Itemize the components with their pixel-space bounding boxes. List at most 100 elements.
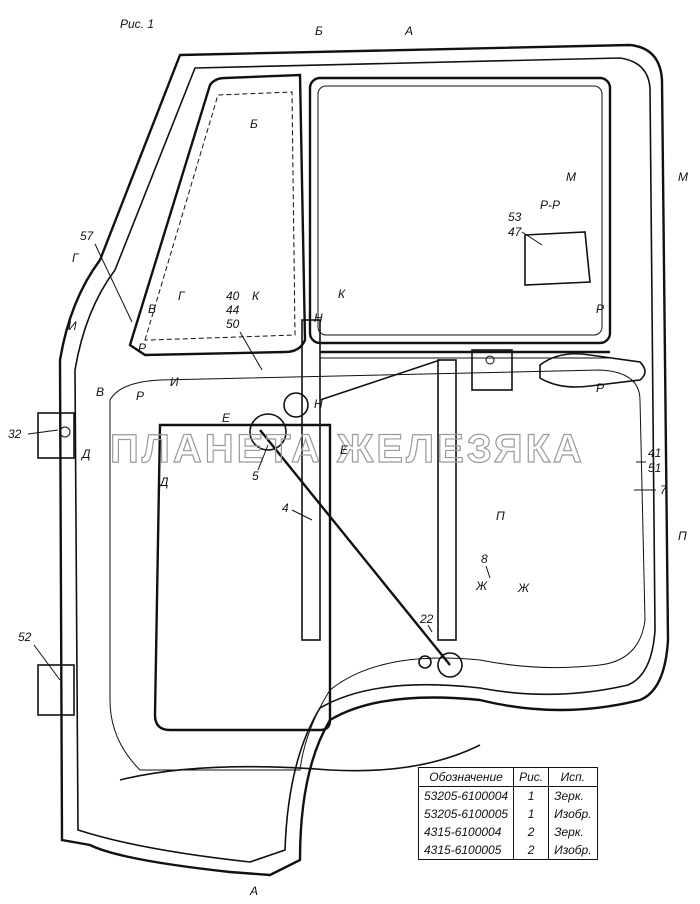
table-header-figure: Рис. bbox=[513, 767, 550, 787]
section-label-e-right: Е bbox=[340, 443, 349, 457]
table-cell-designation: 4315-6100005 bbox=[424, 843, 502, 857]
regulator-gear bbox=[249, 413, 287, 451]
table-cell-version: Изобр. bbox=[554, 843, 592, 857]
lock-rod-end bbox=[485, 355, 495, 365]
window-glass-inner bbox=[317, 85, 603, 336]
section-label-i-left: И bbox=[68, 319, 77, 333]
leader-40-44-50 bbox=[239, 331, 263, 371]
leader-57 bbox=[94, 243, 133, 323]
callout-51: 51 bbox=[648, 461, 661, 475]
section-label-a-top: А bbox=[404, 24, 413, 38]
leader-32 bbox=[27, 429, 59, 435]
leader-5 bbox=[257, 444, 269, 471]
callout-52: 52 bbox=[18, 630, 32, 644]
section-label-r-left2: Р bbox=[136, 389, 144, 403]
table-row: 4315-6100005 2 Изобр. bbox=[419, 841, 598, 860]
table-cell-figure: 1 bbox=[513, 805, 550, 823]
regulator-pulley-bottom2 bbox=[418, 655, 432, 669]
table-cell-figure: 1 bbox=[513, 786, 550, 805]
table-row: 53205-6100005 1 Изобр. bbox=[419, 805, 598, 823]
watermark-text: ПЛАНЕТА ЖЕЛЕЗЯКА bbox=[110, 427, 585, 471]
mirror-section-rr bbox=[524, 231, 591, 286]
section-label-p-right: П bbox=[678, 529, 687, 543]
table-cell-version: Изобр. bbox=[554, 807, 592, 821]
table-cell-designation: 53205-6100004 bbox=[424, 789, 509, 803]
section-label-b-inner: Б bbox=[250, 117, 258, 131]
callout-41: 41 bbox=[648, 446, 661, 460]
leader-52 bbox=[33, 644, 61, 681]
regulator-arm-cross bbox=[319, 359, 441, 401]
callout-22: 22 bbox=[419, 612, 434, 626]
section-label-g-right: Г bbox=[178, 289, 186, 303]
section-label-v-lower: В bbox=[96, 385, 104, 399]
window-frame-left bbox=[128, 73, 307, 357]
callout-4: 4 bbox=[282, 501, 289, 515]
section-label-g-left: Г bbox=[72, 251, 80, 265]
regulator-arm-long bbox=[259, 429, 451, 666]
callout-53: 53 bbox=[508, 210, 522, 224]
callout-32: 32 bbox=[8, 427, 22, 441]
section-label-r-top: Р bbox=[596, 302, 604, 316]
section-label-r-left: Р bbox=[138, 341, 146, 355]
table-header-row: Обозначение Рис. Исп. bbox=[418, 767, 598, 787]
section-label-k-right: К bbox=[338, 287, 346, 301]
callout-47: 47 bbox=[508, 225, 523, 239]
inner-door-handle bbox=[539, 352, 646, 388]
section-label-a-bottom: А bbox=[249, 884, 258, 898]
lower-access-cutout bbox=[153, 423, 332, 732]
regulator-pulley-bottom bbox=[437, 652, 463, 678]
window-frame-left-inner bbox=[144, 91, 296, 341]
section-label-r-mid: Р bbox=[596, 381, 604, 395]
section-label-n-lower: Н bbox=[314, 397, 323, 411]
section-label-k-left: К bbox=[252, 289, 260, 303]
callout-50: 50 bbox=[226, 317, 240, 331]
callout-40: 40 bbox=[226, 289, 240, 303]
table-cell-designation: 4315-6100004 bbox=[424, 825, 502, 839]
hinge-upper-bolt bbox=[59, 426, 71, 438]
table-cell-version: Зерк. bbox=[554, 825, 584, 839]
section-label-m-right: М bbox=[678, 170, 688, 184]
section-label-n-upper: Н bbox=[314, 311, 323, 325]
section-label-p-left: П bbox=[496, 509, 505, 523]
table-cell-designation: 53205-6100005 bbox=[424, 807, 509, 821]
callout-8: 8 bbox=[481, 552, 488, 566]
door-inner-contour bbox=[74, 57, 656, 863]
door-inner-panel bbox=[109, 369, 646, 771]
leader-8 bbox=[485, 565, 491, 579]
section-label-m-left: М bbox=[566, 170, 576, 184]
designation-table: Обозначение Рис. Исп. 53205-6100004 1 Зе… bbox=[418, 767, 598, 860]
table-row: 4315-6100004 2 Зерк. bbox=[419, 823, 598, 841]
table-header-designation: Обозначение bbox=[418, 767, 514, 787]
section-label-d-left: Д bbox=[80, 447, 91, 461]
regulator-rear-rail bbox=[437, 359, 457, 641]
window-glass bbox=[308, 76, 612, 345]
hinge-upper bbox=[37, 412, 75, 459]
table-cell-figure: 2 bbox=[513, 841, 550, 860]
section-label-d-right: Д bbox=[158, 475, 169, 489]
callout-57: 57 bbox=[80, 229, 95, 243]
table-header-version: Исп. bbox=[548, 767, 598, 787]
section-label-e-left: Е bbox=[222, 411, 231, 425]
leader-22 bbox=[427, 624, 433, 633]
section-label-v-left: В bbox=[148, 302, 156, 316]
door-outer-contour bbox=[58, 43, 670, 877]
section-label-zh-right: Ж bbox=[517, 581, 530, 595]
regulator-pulley-top bbox=[283, 392, 309, 418]
callout-44: 44 bbox=[226, 303, 240, 317]
table-cell-version: Зерк. bbox=[554, 789, 584, 803]
table-cell-figure: 2 bbox=[513, 823, 550, 841]
hinge-lower bbox=[37, 664, 75, 716]
leader-53-47 bbox=[521, 231, 543, 246]
section-label-i-right: И bbox=[170, 375, 179, 389]
callout-7: 7 bbox=[660, 483, 668, 497]
door-lock-mechanism bbox=[471, 349, 513, 391]
regulator-guide-rail bbox=[301, 319, 321, 641]
section-label-zh-left: Ж bbox=[475, 579, 488, 593]
section-label-b-top: Б bbox=[315, 24, 323, 38]
table-row: 53205-6100004 1 Зерк. bbox=[419, 786, 598, 805]
figure-title: Рис. 1 bbox=[120, 17, 154, 31]
leader-4 bbox=[291, 509, 313, 521]
callout-5: 5 bbox=[252, 469, 259, 483]
section-label-rr-view: Р-Р bbox=[540, 198, 560, 212]
